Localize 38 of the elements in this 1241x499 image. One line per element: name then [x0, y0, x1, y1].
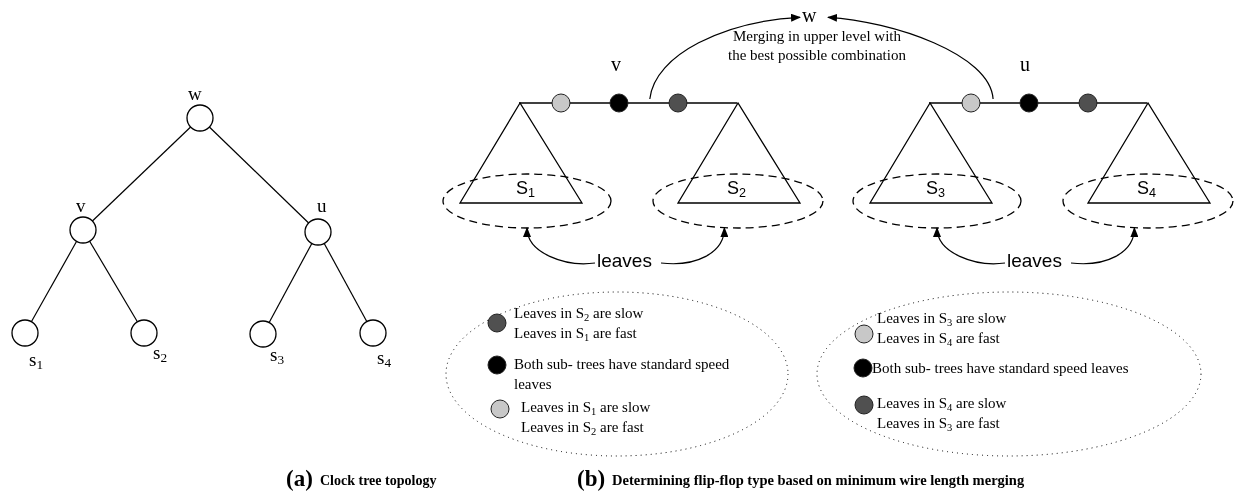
- caption-text: (b): [577, 466, 606, 492]
- node-label: leaves: [597, 251, 652, 272]
- legend-text: Leaves in S$_{4}$ are slow Leaves in S$_{3}$ are fast: [877, 394, 1008, 433]
- node-label: w: [802, 4, 817, 26]
- curved-arrow: [1070, 227, 1138, 265]
- tree-edge: [268, 242, 313, 324]
- node-label: v: [76, 196, 86, 217]
- caption-text: Determining flip-flop type based on minimum wire length merging: [612, 473, 1025, 489]
- subtree-label: S$_{2}$: [727, 179, 747, 199]
- annotation-text: Merging in upper level with the best possible combination: [727, 27, 907, 65]
- caption-text: (a): [286, 466, 313, 492]
- node-label: u: [1020, 53, 1030, 75]
- node-label: w: [188, 84, 202, 105]
- node-label: leaves: [1007, 251, 1062, 272]
- tree-edge: [91, 126, 192, 222]
- curved-arrow: [827, 14, 994, 100]
- legend-text: Leaves in S$_{1}$ are slow Leaves in S$_{2}$ are fast: [521, 398, 652, 437]
- curved-arrow: [660, 227, 728, 265]
- legend-text: Leaves in S$_{2}$ are slow Leaves in S$_{1}$ are fast: [514, 304, 645, 343]
- subtree-label: S$_{4}$: [1137, 179, 1157, 199]
- node-label: s$_{2}$: [153, 343, 168, 364]
- tree-edge: [208, 126, 310, 224]
- curved-arrow: [649, 14, 801, 100]
- tree-edge: [30, 240, 78, 323]
- node-label: s$_{4}$: [377, 348, 392, 369]
- node-label: s$_{1}$: [29, 350, 44, 371]
- node-label: v: [611, 53, 621, 75]
- curved-arrow: [934, 227, 1006, 265]
- subtree-label: S$_{3}$: [926, 179, 946, 199]
- caption-text: Clock tree topology: [320, 473, 437, 489]
- node-label: s$_{3}$: [270, 345, 285, 366]
- tree-edge: [89, 240, 138, 323]
- legend-text: Leaves in S$_{3}$ are slow Leaves in S$_{4}$ are fast: [877, 309, 1008, 348]
- curved-arrow: [524, 227, 596, 265]
- subtree-label: S$_{1}$: [516, 179, 536, 199]
- node-label: u: [317, 196, 327, 217]
- legend-text: Both sub- trees have standard speed leaves: [872, 359, 1130, 378]
- tree-edge: [323, 242, 368, 323]
